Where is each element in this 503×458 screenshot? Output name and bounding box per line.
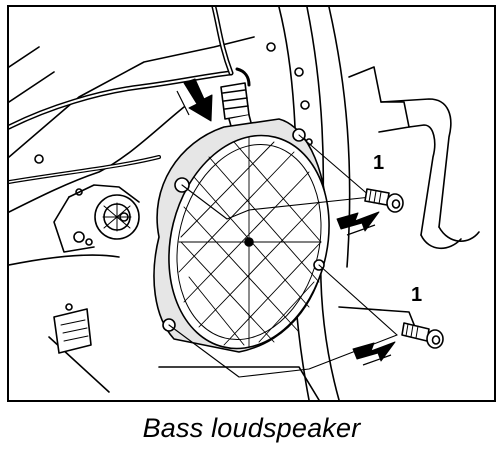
door-handle-bracket: [348, 66, 480, 250]
arrow-connector: [176, 78, 213, 122]
bolt-lower: [401, 322, 444, 349]
arrow-bolt-lower: [352, 341, 396, 366]
wiring-harness: [9, 7, 234, 184]
bolt-upper: [364, 188, 404, 213]
arrow-bolt-upper: [336, 211, 380, 236]
callout-label: 1: [373, 152, 384, 174]
callout-label: 1: [411, 284, 422, 306]
figure-caption: Bass loudspeaker: [142, 413, 361, 443]
door-assembly-drawing: 1 1: [9, 7, 480, 400]
diagram-frame: 1 1: [7, 5, 496, 402]
door-plug: [53, 308, 92, 354]
window-motor: [53, 184, 140, 253]
leader-lines: [168, 134, 398, 378]
bass-loudspeaker: [153, 118, 330, 353]
